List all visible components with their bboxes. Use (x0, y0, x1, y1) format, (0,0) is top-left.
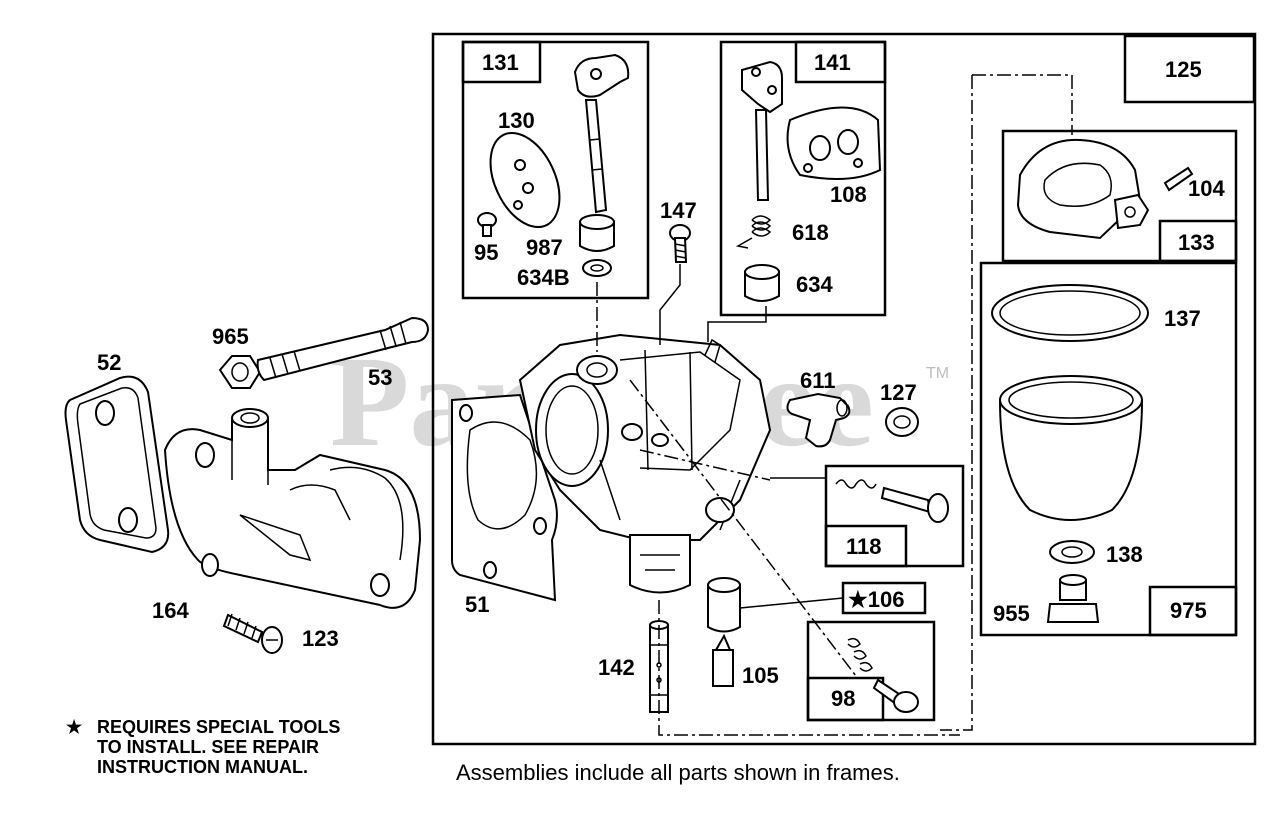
frame-label-125: 125 (1165, 57, 1202, 82)
gasket-52 (64, 375, 170, 554)
screw-147 (669, 224, 691, 263)
frame-141-tab (794, 40, 887, 84)
choke-plate-130 (489, 131, 561, 229)
label-127: 127 (880, 380, 917, 405)
bowl-nut-955 (1046, 574, 1100, 623)
bowl (998, 375, 1144, 521)
frame-label-118: 118 (846, 534, 882, 559)
note-line-3: INSTRUCTION MANUAL. (97, 757, 308, 777)
carburetor-body (518, 333, 772, 594)
fitting-611 (786, 392, 851, 448)
washer-634B (582, 259, 612, 277)
label-987: 987 (526, 235, 563, 260)
frame-label-106: ★106 (848, 587, 904, 612)
frame-118-tab (824, 524, 908, 568)
gasket-137 (991, 284, 1149, 342)
idle-mixture-screw (835, 479, 949, 523)
label-147: 147 (660, 198, 697, 223)
frame-label-133: 133 (1178, 230, 1215, 255)
washer-138 (1049, 540, 1095, 564)
label-104: 104 (1188, 176, 1225, 201)
label-51: 51 (465, 592, 489, 617)
frame-125-box (1123, 34, 1256, 104)
screw-123 (222, 613, 283, 654)
label-95: 95 (474, 240, 498, 265)
watermark-trademark: TM (926, 365, 949, 382)
nut-965 (218, 355, 262, 389)
frame-133-tab (1158, 219, 1238, 263)
throttle-plate-108 (786, 106, 882, 180)
frame-133 (1001, 129, 1238, 263)
note-star: ★ (66, 717, 83, 737)
float-133 (1016, 138, 1150, 240)
plug-127 (885, 407, 919, 437)
label-965: 965 (212, 324, 249, 349)
frame-975 (979, 261, 1238, 637)
label-955: 955 (993, 601, 1030, 626)
label-108: 108 (830, 182, 867, 207)
label-130: 130 (498, 108, 535, 133)
note-line-1: REQUIRES SPECIAL TOOLS (97, 717, 340, 737)
label-634B: 634B (517, 265, 570, 290)
seal-634 (744, 264, 780, 302)
label-52: 52 (97, 350, 121, 375)
seat-106 (707, 577, 741, 633)
label-634: 634 (796, 272, 833, 297)
frame-131 (461, 40, 650, 300)
gasket-51 (451, 393, 558, 602)
seal-987 (579, 214, 615, 252)
label-123: 123 (302, 626, 339, 651)
intake-elbow-164 (163, 408, 422, 609)
label-142: 142 (598, 655, 635, 680)
frame-label-975: 975 (1170, 598, 1207, 623)
frame-975-tab (1148, 585, 1238, 637)
label-138: 138 (1106, 542, 1143, 567)
spring-618 (735, 215, 772, 249)
frame-label-131: 131 (482, 50, 519, 75)
main-assembly-frame (431, 32, 1257, 746)
main-jet-screw (847, 637, 919, 713)
label-164: 164 (152, 598, 189, 623)
leader-lines (596, 74, 1073, 736)
screw-95 (477, 212, 497, 237)
frame-98-tab (806, 676, 885, 722)
label-618: 618 (792, 220, 829, 245)
label-137: 137 (1164, 306, 1201, 331)
frame-label-141: 141 (814, 50, 851, 75)
note-line-2: TO INSTALL. SEE REPAIR (97, 737, 319, 757)
label-105: 105 (742, 663, 779, 688)
stud-53 (256, 316, 430, 382)
frame-label-98: 98 (831, 686, 855, 711)
label-611: 611 (800, 368, 836, 393)
throttle-shaft (741, 60, 783, 201)
label-53: 53 (368, 365, 392, 390)
choke-shaft (573, 53, 630, 214)
pin-104 (1163, 166, 1194, 192)
frame-131-tab (461, 40, 542, 84)
needle-105 (712, 633, 734, 687)
caption: Assemblies include all parts shown in fr… (456, 760, 900, 785)
